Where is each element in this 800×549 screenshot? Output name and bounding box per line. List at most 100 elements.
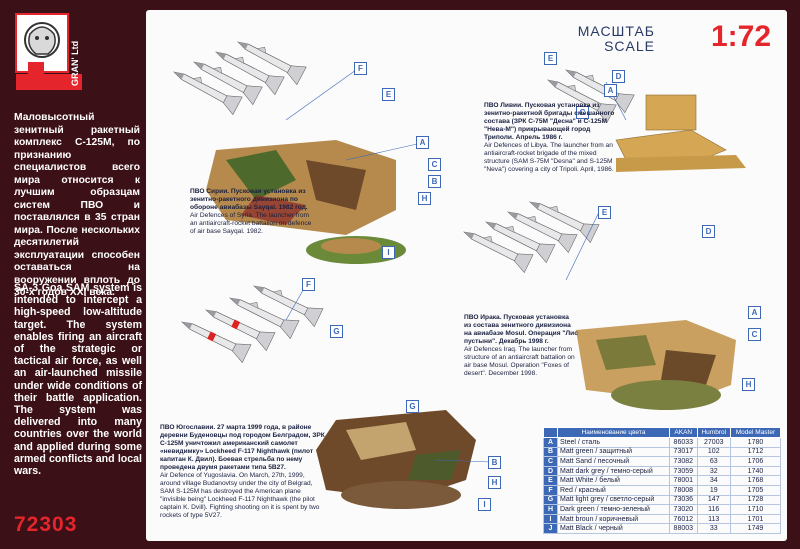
paint-letter: A [543,437,558,448]
paint-model-master: 1706 [729,456,782,467]
callout-tag: G [406,400,419,413]
callout-tag: B [488,456,501,469]
paint-name: Matt White / белый [557,475,670,486]
callout-tag: G [330,325,343,338]
syria-launcher [168,32,406,264]
callout-tag: A [604,84,617,97]
paint-letter: D [543,465,558,477]
callout-tag: E [382,88,395,101]
paint-model-master: 1749 [729,523,782,534]
paint-akan: 78001 [668,475,698,486]
callout-tag: H [418,192,431,205]
caption-yugoslavia: ПВО Югославии. 27 марта 1999 года, в рай… [160,424,326,520]
gran-logo [15,13,82,90]
launcher-illustrations [168,32,746,509]
english-description: SA-3 Goa SAM system is intended to inter… [14,282,142,478]
paint-name: Dark green / темно-зеленый [557,504,670,515]
callout-tag: I [382,246,395,259]
paint-humbrol: 116 [696,504,731,515]
caption-syria-title: ПВО Сирии. Пусковая установка из зенитно… [190,188,308,211]
paint-name: Matt Black / черный [557,523,670,534]
callout-tag: C [576,106,589,119]
paint-letter: B [543,446,558,458]
paint-akan: 73020 [668,504,698,515]
paint-humbrol: 33 [696,523,731,534]
paint-name: Matt light grey / светло-серый [557,494,670,506]
caption-yugoslavia-text: Air Defence of Yugoslavia. On March, 27t… [160,472,320,519]
paint-model-master: 1701 [729,513,782,525]
paint-model-master: 1712 [729,446,782,458]
libya-launcher [542,60,746,172]
callout-tag: D [612,70,625,83]
caption-syria: ПВО Сирии. Пусковая установка из зенитно… [190,188,318,236]
paint-letter: F [543,484,558,496]
paint-humbrol: 34 [696,475,731,486]
callout-tag: H [742,378,755,391]
paint-table-header [543,427,558,438]
caption-iraq: ПВО Ирака. Пусковая установка из состава… [464,314,578,378]
paint-model-master: 1768 [729,475,782,486]
paint-model-master: 1728 [729,494,782,506]
callout-tag: A [416,136,429,149]
paint-humbrol: 27003 [696,437,731,448]
callout-lines [285,69,627,463]
paint-table: Наименование цвета AKAN Humbrol Model Ma… [543,427,782,534]
paint-akan: 73036 [668,494,698,506]
callout-tag: E [598,206,611,219]
paint-humbrol: 63 [696,456,731,467]
paint-table-header: AKAN [668,427,698,438]
paint-humbrol: 19 [696,484,731,496]
paint-akan: 73059 [668,465,698,477]
paint-model-master: 1740 [729,465,782,477]
callout-tag: H [488,476,501,489]
paint-name: Matt Sand / песочный [557,456,670,467]
scale-value: 1:72 [710,20,771,53]
scale-label-ru: МАСШТАБ [577,23,655,39]
callout-tag: A [748,306,761,319]
paint-humbrol: 147 [696,494,731,506]
paint-akan: 86033 [668,437,698,448]
caption-libya: ПВО Ливии. Пусковая установка из зенитно… [484,102,620,174]
caption-iraq-text: Air Defences Iraq. The launcher from str… [464,346,575,377]
callout-tag: D [702,225,715,238]
left-panel: GRAN' Ltd Маловысотный зенитный ракетный… [0,0,146,549]
caption-iraq-title: ПВО Ирака. Пусковая установка из состава… [464,314,578,345]
color-scheme-sheet: МАСШТАБ SCALE 1:72 [146,10,787,541]
yugoslavia-launcher [177,276,476,509]
paint-model-master: 1780 [729,437,782,448]
paint-akan: 73017 [668,446,698,458]
callout-tag: C [748,328,761,341]
paint-letter: C [543,456,558,467]
iraq-launcher [459,192,736,410]
paint-model-master: 1705 [729,484,782,496]
paint-name: Red / красный [557,484,670,496]
paint-letter: I [543,513,558,525]
paint-letter: H [543,504,558,515]
paint-letter: J [543,523,558,534]
paint-name: Matt green / защитный [557,446,670,458]
brand-name: GRAN' Ltd [70,40,80,86]
paint-table-header: Наименование цвета [557,427,670,438]
callout-tag: E [544,52,557,65]
caption-libya-title: ПВО Ливии. Пусковая установка из зенитно… [484,102,615,141]
paint-humbrol: 32 [696,465,731,477]
kit-number: 72303 [14,513,78,536]
callout-tag: B [428,175,441,188]
callout-tag: I [478,498,491,511]
paint-table-header: Humbrol [696,427,731,438]
paint-akan: 73082 [668,456,698,467]
callout-tag: F [302,278,315,291]
paint-name: Steel / сталь [557,437,670,448]
caption-libya-text: Air Defences of Libya. The launcher from… [484,142,614,173]
paint-name: Matt broun / коричневый [557,513,670,525]
